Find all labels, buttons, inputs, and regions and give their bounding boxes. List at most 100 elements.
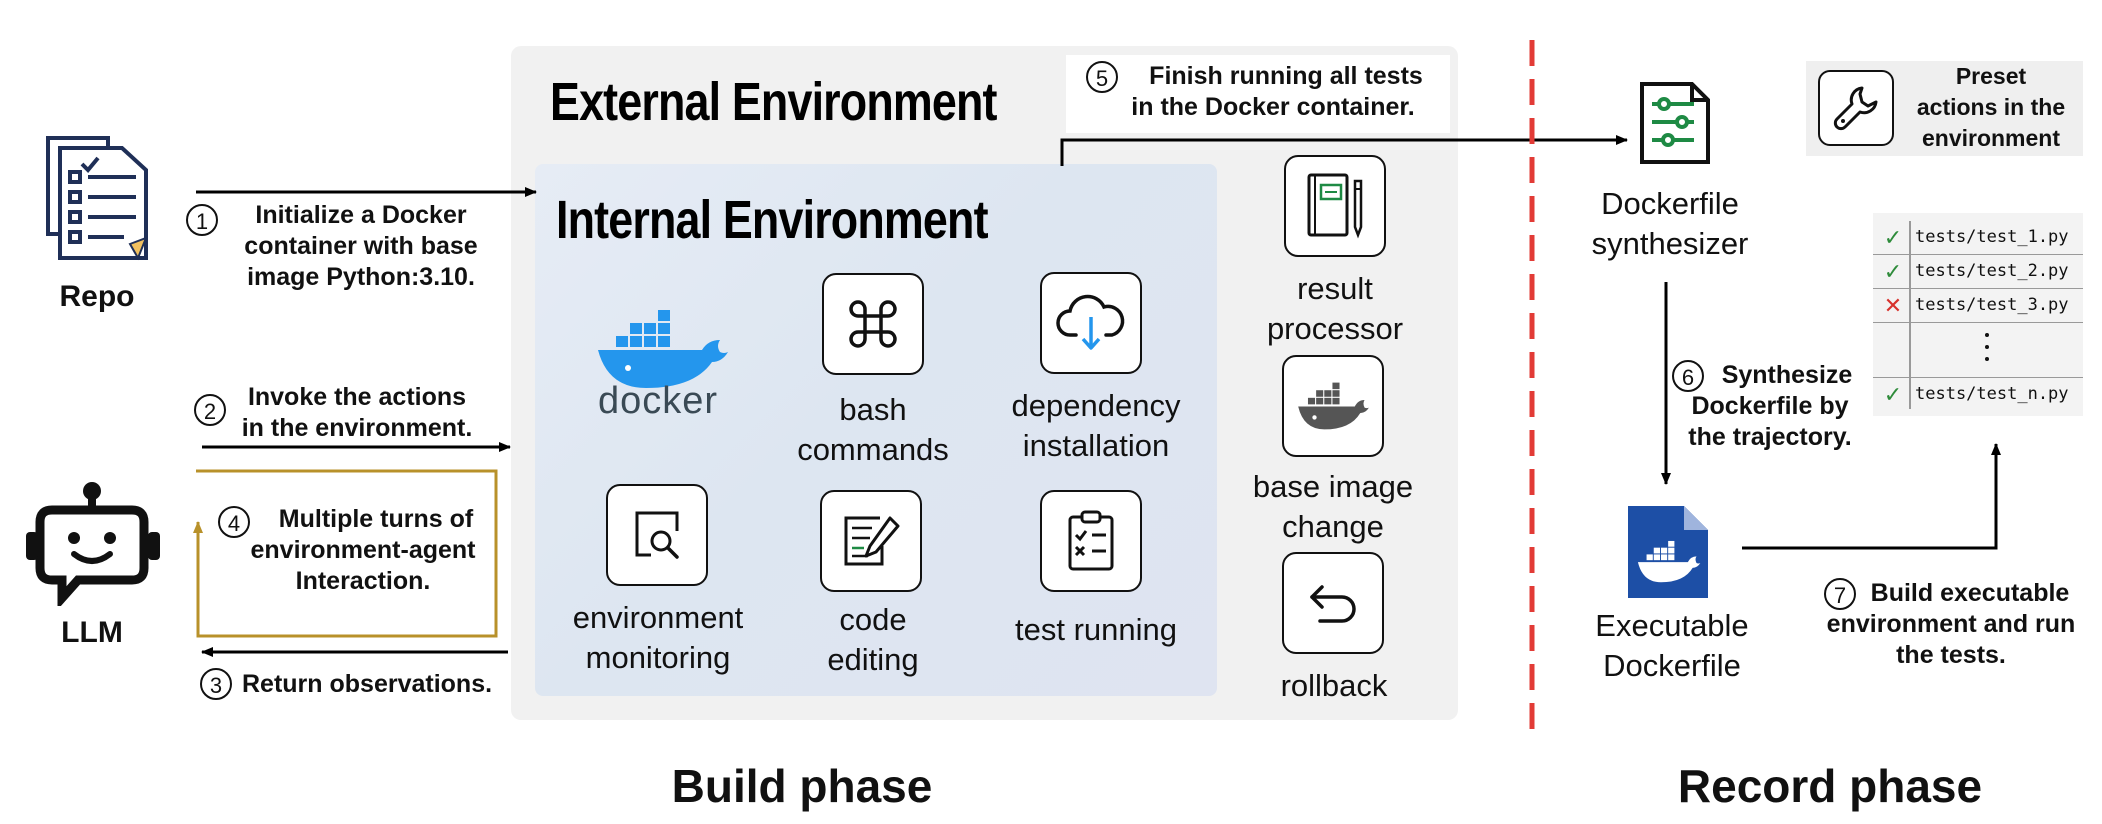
edit-document-icon xyxy=(844,516,900,566)
step-4-line-1: Multiple turns of xyxy=(278,505,474,533)
step-3-number: 3 xyxy=(200,668,232,700)
bash-label-line-2: commands xyxy=(797,432,949,467)
llm-robot-icon xyxy=(26,480,162,610)
wrench-icon xyxy=(1833,86,1878,131)
internal-environment-title: Internal Environment xyxy=(556,190,989,250)
step-7-line-3: the tests. xyxy=(1896,641,2006,669)
internal-environment-panel xyxy=(535,164,1217,696)
step-7-note: 7 Build executable environment and run t… xyxy=(1816,578,2086,678)
test-running-label-line-1: test running xyxy=(1015,612,1177,647)
monitoring-label-line-2: monitoring xyxy=(585,640,731,675)
code-editing-tool xyxy=(820,490,922,592)
result-processor-tool xyxy=(1284,155,1386,257)
step-7-number: 7 xyxy=(1824,578,1856,610)
test-row: ✕ tests/test_3.py xyxy=(1873,289,2083,322)
clipboard-checklist-icon xyxy=(1068,510,1114,571)
bash-commands-tool xyxy=(822,273,924,375)
test-file-name: tests/test_1.py xyxy=(1915,227,2069,247)
preset-line-1: Preset xyxy=(1955,63,2027,89)
step-2-line-2: in the environment. xyxy=(241,414,473,442)
step-6-line-2: Dockerfile by xyxy=(1691,392,1849,420)
base-image-label-line-2: change xyxy=(1282,509,1384,544)
step-5-note: 5 Finish running all tests in the Docker… xyxy=(1066,55,1450,133)
test-results-list: ✓ tests/test_1.py ✓ tests/test_2.py ✕ te… xyxy=(1873,213,2083,416)
docker-logo: docker xyxy=(594,310,730,426)
test-row: ✓ tests/test_n.py xyxy=(1873,378,2083,411)
rollback-label: rollback xyxy=(1234,666,1434,706)
step-1-number: 1 xyxy=(186,204,218,236)
monitoring-label-line-1: environment xyxy=(572,600,744,635)
bash-commands-label: bash commands xyxy=(778,390,968,470)
test-pass-icon: ✓ xyxy=(1883,382,1903,407)
docker-whale-icon xyxy=(1298,382,1369,430)
build-phase-label: Build phase xyxy=(671,760,933,812)
test-running-tool xyxy=(1040,490,1142,592)
step-6-note: 6 Synthesize Dockerfile by the trajector… xyxy=(1672,360,1868,460)
step-5-line-2: in the Docker container. xyxy=(1131,93,1415,121)
base-image-change-label: base image change xyxy=(1222,467,1444,547)
step-6-line-3: the trajectory. xyxy=(1688,423,1852,451)
ellipsis-dots xyxy=(1985,329,1991,369)
repo-icon xyxy=(42,134,152,264)
llm-label: LLM xyxy=(61,616,123,649)
step-1-note: 1 Initialize a Docker container with bas… xyxy=(186,200,496,300)
test-pass-icon: ✓ xyxy=(1883,225,1903,250)
dependency-label-line-1: dependency xyxy=(1011,388,1181,423)
test-running-label: test running xyxy=(996,610,1196,650)
step-2-note: 2 Invoke the actions in the environment. xyxy=(194,382,494,446)
step-4-line-2: environment-agent xyxy=(250,536,476,564)
settings-sliders-file-icon xyxy=(1640,82,1710,164)
base-image-label-line-1: base image xyxy=(1252,469,1414,504)
step-6-line-1: Synthesize xyxy=(1721,361,1853,389)
executable-label-line-1: Executable xyxy=(1595,608,1749,643)
test-file-name: tests/test_2.py xyxy=(1915,261,2069,281)
step-2-line-1: Invoke the actions xyxy=(247,383,467,411)
test-row: ✓ tests/test_1.py xyxy=(1873,221,2083,254)
environment-monitoring-label: environment monitoring xyxy=(556,598,760,678)
cloud-download-icon xyxy=(1056,294,1125,350)
step-1-line-2: container with base xyxy=(244,232,478,260)
undo-arrow-icon xyxy=(1310,585,1356,623)
step-5-line-1: Finish running all tests xyxy=(1149,62,1423,90)
preset-line-2: actions in the xyxy=(1916,94,2066,120)
step-3-note: 3 Return observations. xyxy=(200,668,510,704)
result-processor-label: result processor xyxy=(1234,269,1436,349)
executable-dockerfile-icon xyxy=(1622,502,1714,602)
executable-label-line-2: Dockerfile xyxy=(1603,648,1741,683)
external-environment-title: External Environment xyxy=(550,72,997,132)
docker-logo-text: docker xyxy=(598,380,719,422)
code-editing-label-line-2: editing xyxy=(827,642,919,677)
code-editing-label-line-1: code xyxy=(839,602,907,637)
step-7-line-1: Build executable xyxy=(1870,579,2070,607)
step-6-number: 6 xyxy=(1672,360,1704,392)
step-5-number: 5 xyxy=(1086,61,1118,93)
executable-dockerfile-label: Executable Dockerfile xyxy=(1566,606,1778,686)
code-editing-label: code editing xyxy=(780,600,966,680)
repo-label: Repo xyxy=(59,280,135,313)
step-4-note: 4 Multiple turns of environment-agent In… xyxy=(218,504,488,604)
synthesizer-label-line-1: Dockerfile xyxy=(1601,186,1739,221)
magnifier-window-icon xyxy=(635,511,679,559)
rollback-label-line-1: rollback xyxy=(1280,668,1388,703)
synthesizer-label-line-2: synthesizer xyxy=(1591,226,1749,261)
preset-actions-panel: Preset actions in the environment xyxy=(1806,61,2083,156)
rollback-tool xyxy=(1282,552,1384,654)
docker-file-icon xyxy=(1628,506,1708,598)
notebook-pen-icon xyxy=(1307,173,1363,239)
step-1-line-1: Initialize a Docker xyxy=(255,201,467,229)
step-1-line-3: image Python:3.10. xyxy=(247,263,475,291)
dependency-installation-label: dependency installation xyxy=(990,386,1202,466)
record-phase-label: Record phase xyxy=(1677,760,1983,812)
preset-line-3: environment xyxy=(1921,125,2061,151)
docker-whale-icon xyxy=(598,310,728,388)
environment-monitoring-tool xyxy=(606,484,708,586)
dockerfile-synthesizer-icon xyxy=(1636,80,1714,166)
test-pass-icon: ✓ xyxy=(1883,259,1903,284)
base-image-change-tool xyxy=(1282,355,1384,457)
dockerfile-synthesizer-label: Dockerfile synthesizer xyxy=(1576,184,1764,264)
dependency-label-line-2: installation xyxy=(1022,428,1170,463)
test-fail-icon: ✕ xyxy=(1883,293,1903,318)
test-file-name: tests/test_n.py xyxy=(1915,384,2069,404)
dependency-installation-tool xyxy=(1040,272,1142,374)
step-7-line-2: environment and run xyxy=(1826,610,2076,638)
